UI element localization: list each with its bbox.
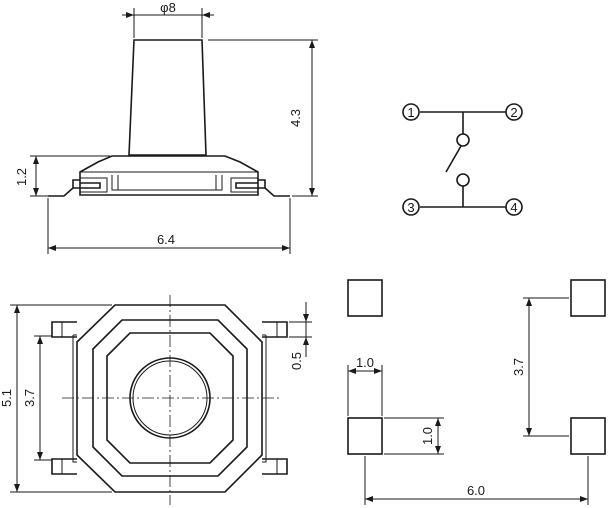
left-lead (72, 179, 101, 189)
right-lead (235, 179, 266, 189)
switch-body (79, 155, 259, 196)
width-label: 6.4 (157, 232, 175, 247)
pad-width-label: 1.0 (356, 355, 374, 370)
plunger-top (129, 357, 211, 439)
actuator-ring-outer (92, 319, 248, 477)
pin-3-marker (402, 198, 420, 216)
pad-pitch-label: 3.7 (511, 358, 526, 376)
top-height-label: 5.1 (0, 389, 14, 407)
pin-width-label: 0.5 (289, 352, 304, 370)
pin-4-marker (505, 198, 523, 216)
pin-bottom-right (262, 458, 288, 475)
pin-4-label: 4 (510, 200, 517, 215)
pin-top-right (262, 321, 288, 338)
span-label: 6.0 (467, 483, 485, 498)
pin-2-marker (505, 103, 523, 121)
pcb-footprint: 1.0 1.0 3.7 6.0 (347, 279, 606, 505)
pad-bottom-left (347, 417, 383, 455)
actuator-ring-inner (106, 332, 234, 464)
pad-top-right (570, 279, 606, 317)
pin-1-label: 1 (407, 105, 414, 120)
pad-top-left (347, 279, 383, 317)
body-height-label: 1.2 (14, 168, 29, 186)
switch-schematic: 1 2 3 4 (402, 103, 523, 216)
side-view: φ8 4.3 1.2 6.4 (14, 0, 318, 254)
housing-outline (76, 304, 263, 493)
pin-2-label: 2 (510, 105, 517, 120)
pin-top-left (51, 321, 77, 338)
top-view: 5.1 3.7 0.5 (0, 295, 312, 505)
height-label: 4.3 (288, 109, 303, 127)
pin-bottom-left (51, 458, 77, 475)
pin-3-label: 3 (407, 200, 414, 215)
pad-height-label: 1.0 (420, 427, 435, 445)
diameter-label: φ8 (160, 0, 176, 15)
plunger (128, 39, 207, 156)
pin-pitch-label: 3.7 (22, 389, 37, 407)
pin-1-marker (402, 103, 420, 121)
pad-bottom-right (570, 417, 606, 455)
